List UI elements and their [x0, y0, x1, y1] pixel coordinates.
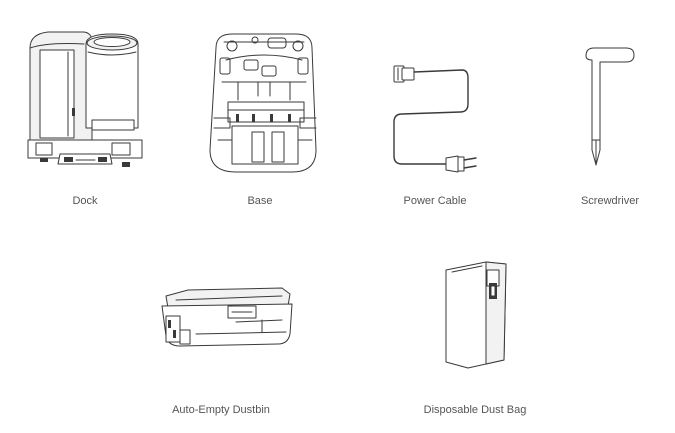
item-label: Base: [247, 195, 273, 207]
item-label: Screwdriver: [580, 195, 640, 207]
item-label: Auto-Empty Dustbin: [172, 404, 270, 416]
item-label: Dock: [72, 195, 98, 207]
item-label: Disposable Dust Bag: [423, 404, 527, 416]
item-label: Power Cable: [403, 195, 467, 207]
